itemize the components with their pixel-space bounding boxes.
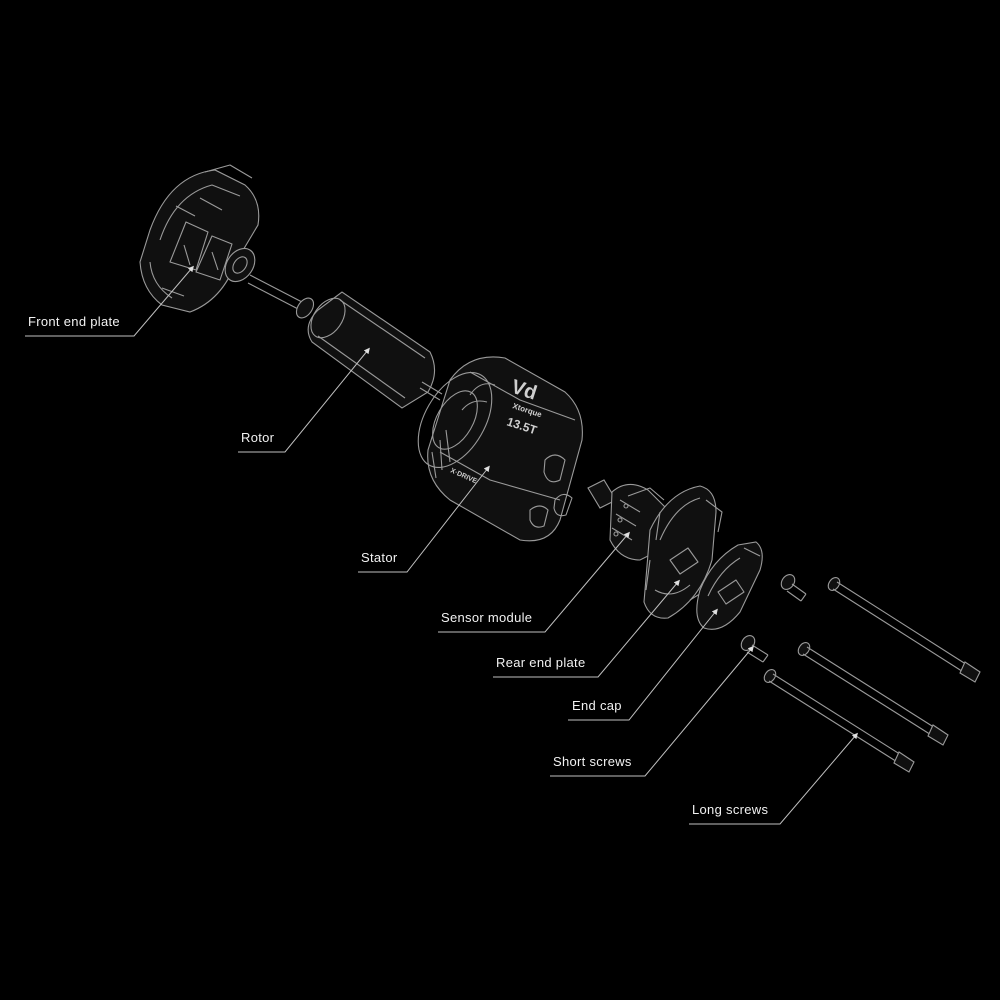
- front-end-plate-part: [139, 164, 260, 313]
- long-screw-3: [763, 669, 915, 773]
- leader-rotor: [238, 347, 370, 453]
- rotor-part: [247, 274, 443, 409]
- leader-lines: [25, 265, 858, 825]
- label-rear-end-plate: Rear end plate: [496, 655, 586, 670]
- leader-short-screws: [550, 645, 754, 777]
- long-screw-1: [827, 577, 981, 683]
- leader-sensor-module: [438, 531, 630, 633]
- label-short-screws: Short screws: [553, 754, 632, 769]
- label-front-end-plate: Front end plate: [28, 314, 120, 329]
- long-screw-2: [797, 642, 949, 746]
- label-sensor-module: Sensor module: [441, 610, 533, 625]
- label-stator: Stator: [361, 550, 398, 565]
- label-rotor: Rotor: [241, 430, 275, 445]
- leader-rear-end-plate: [493, 579, 680, 678]
- leader-front-end-plate: [25, 265, 194, 337]
- short-screw-1: [780, 574, 807, 602]
- label-end-cap: End cap: [572, 698, 622, 713]
- end-cap-part: [696, 541, 763, 630]
- stator-part: Vd Xtorque 13.5T X·DRIVE: [417, 356, 583, 542]
- short-screw-2: [740, 635, 769, 663]
- leader-end-cap: [568, 608, 718, 721]
- label-long-screws: Long screws: [692, 802, 769, 817]
- front-bearing-part: [224, 247, 256, 283]
- leader-long-screws: [689, 732, 858, 825]
- leader-stator: [358, 465, 490, 573]
